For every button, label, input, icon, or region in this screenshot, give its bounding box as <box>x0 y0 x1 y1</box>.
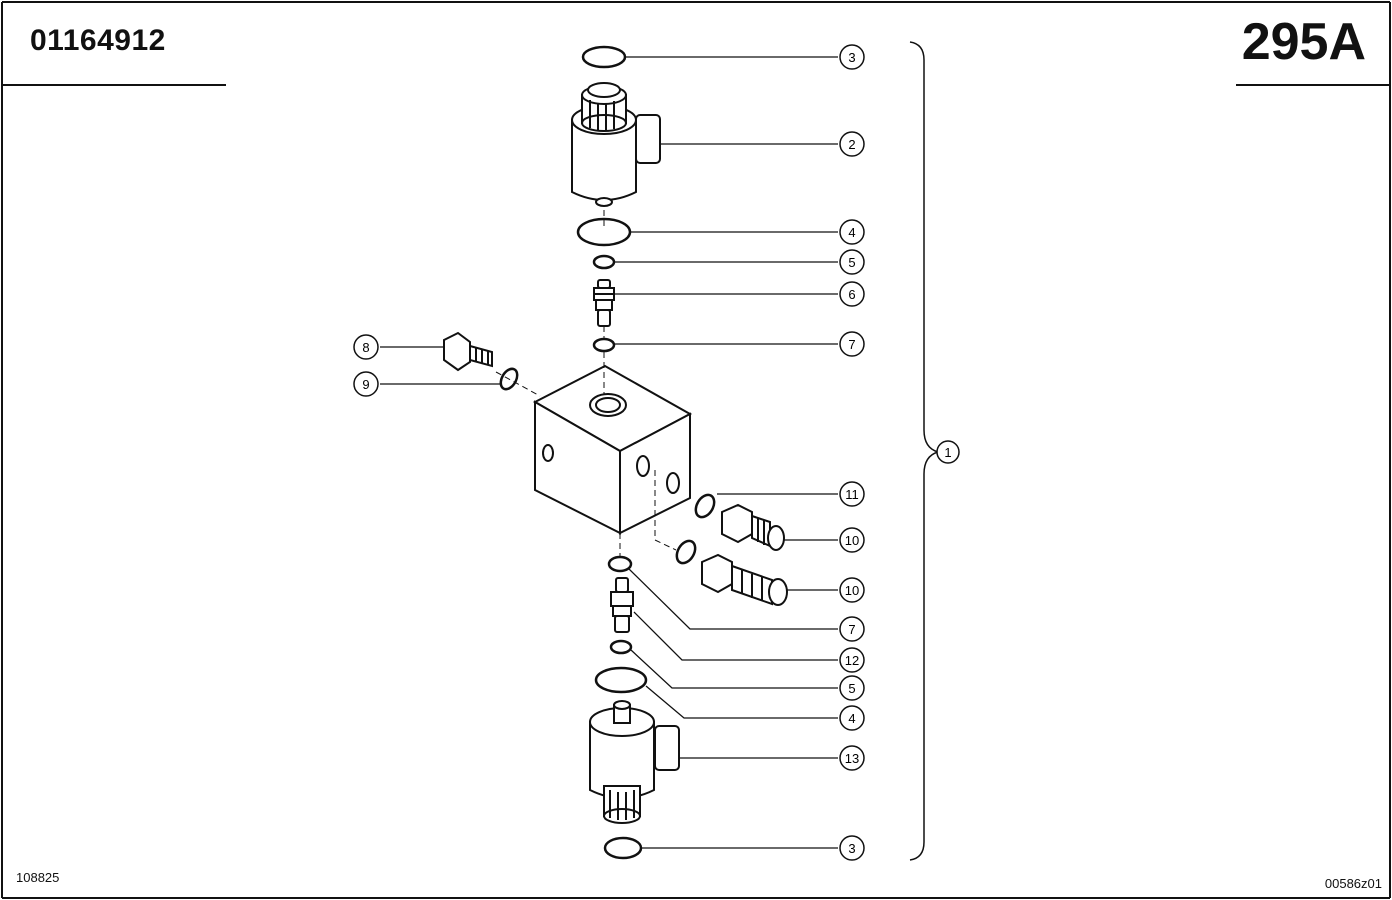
svg-text:1: 1 <box>944 445 951 460</box>
callout-1: 1 <box>936 440 960 464</box>
svg-text:11: 11 <box>845 487 859 502</box>
fitting-right-lower <box>701 553 788 606</box>
leader-lines <box>380 56 838 849</box>
svg-text:8: 8 <box>362 340 369 355</box>
callout-13: 13 <box>839 745 865 771</box>
o-ring-7-top <box>592 337 616 353</box>
callout-5-bottom: 5 <box>839 675 865 701</box>
o-ring-4-bottom <box>594 666 648 694</box>
callout-9: 9 <box>353 371 379 397</box>
assembly-axis-lines <box>495 210 677 556</box>
solenoid-coil-top <box>571 82 661 207</box>
callout-11: 11 <box>839 481 865 507</box>
o-ring-11-a <box>694 493 716 519</box>
footer-left-code: 108825 <box>16 870 60 885</box>
solenoid-coil-bottom <box>589 700 680 824</box>
o-ring-5-bottom <box>609 639 633 655</box>
svg-text:7: 7 <box>848 622 855 637</box>
valve-cartridge-bottom <box>610 577 634 633</box>
callout-8: 8 <box>353 334 379 360</box>
valve-cartridge-top <box>593 279 615 327</box>
page-code: 295A <box>1241 13 1366 71</box>
callout-10-lower: 10 <box>839 577 865 603</box>
svg-text:6: 6 <box>848 287 855 302</box>
callout-7-top: 7 <box>839 331 865 357</box>
fitting-right-upper <box>721 503 785 551</box>
svg-text:4: 4 <box>848 225 855 240</box>
callout-4-bottom: 4 <box>839 705 865 731</box>
svg-text:3: 3 <box>848 841 855 856</box>
svg-text:13: 13 <box>845 751 859 766</box>
callout-3-bottom: 3 <box>839 835 865 861</box>
fitting-left <box>443 331 493 372</box>
callout-10-upper: 10 <box>839 527 865 553</box>
callout-7-bottom: 7 <box>839 616 865 642</box>
o-ring-5-top <box>592 254 616 270</box>
svg-text:9: 9 <box>362 377 369 392</box>
footer-right-code: 00586z01 <box>1324 876 1382 891</box>
o-ring-7-bottom <box>607 555 633 573</box>
svg-text:5: 5 <box>848 681 855 696</box>
svg-text:3: 3 <box>848 50 855 65</box>
svg-text:10: 10 <box>845 533 859 548</box>
callout-12: 12 <box>839 647 865 673</box>
callout-2: 2 <box>839 131 865 157</box>
callout-3-top: 3 <box>839 44 865 70</box>
svg-text:5: 5 <box>848 255 855 270</box>
assembly-brace <box>909 41 941 861</box>
svg-text:7: 7 <box>848 337 855 352</box>
svg-text:2: 2 <box>848 137 855 152</box>
svg-text:10: 10 <box>845 583 859 598</box>
svg-text:4: 4 <box>848 711 855 726</box>
svg-text:12: 12 <box>845 653 859 668</box>
callout-5-top: 5 <box>839 249 865 275</box>
callout-6: 6 <box>839 281 865 307</box>
valve-block <box>532 364 693 535</box>
o-ring-bottom <box>603 836 643 860</box>
o-ring-11-b <box>675 539 697 565</box>
callout-4-top: 4 <box>839 219 865 245</box>
part-number: 01164912 <box>30 24 166 57</box>
o-ring-top <box>581 45 627 69</box>
